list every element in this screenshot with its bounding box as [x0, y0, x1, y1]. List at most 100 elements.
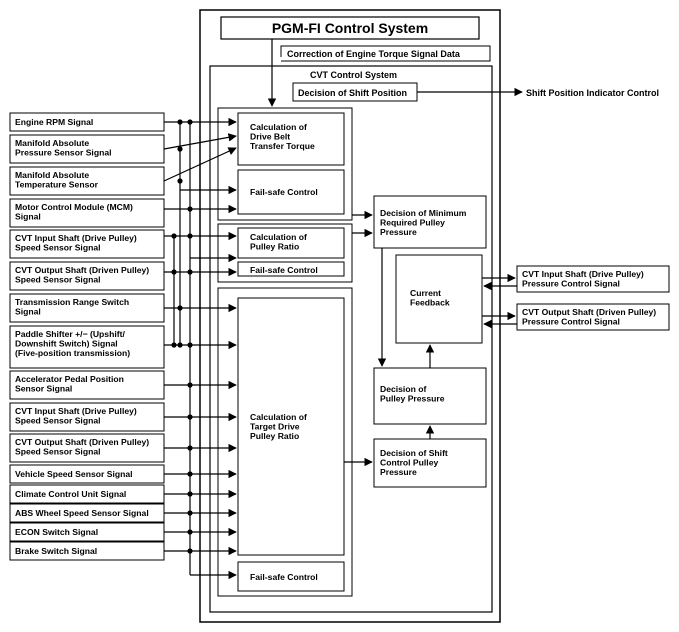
input-label-paddle-shifter-line: Downshift Switch) Signal: [15, 339, 118, 349]
input-label-mat-sensor-line: Manifold Absolute: [15, 170, 89, 180]
output-box-driven-pulley-pressure: [516, 303, 670, 331]
input-box-mcm: [9, 198, 165, 228]
decision-pulley-pressure-box: [373, 367, 487, 425]
input-label-abs-wheel-speed: ABS Wheel Speed Sensor Signal: [15, 508, 149, 518]
block-label-calc-belt-torque-line: Calculation of: [250, 122, 307, 132]
input-label-brake-switch-line: Brake Switch Signal: [15, 546, 97, 556]
input-box-input-shaft-speed-1: [9, 229, 165, 259]
decision-shift-position-label: Decision of Shift Position: [298, 88, 407, 98]
input-box-mat-sensor: [9, 166, 165, 196]
output-label-drive-pulley-pressure-line: CVT Input Shaft (Drive Pulley): [522, 269, 644, 279]
output-label-driven-pulley-pressure: CVT Output Shaft (Driven Pulley)Pressure…: [522, 307, 656, 327]
block-label-calc-pulley-ratio-line: Calculation of: [250, 232, 307, 242]
correction-bracket: [280, 45, 491, 62]
calc-belt-torque-box: [237, 112, 345, 166]
block-label-calc-belt-torque-line: Drive Belt: [250, 132, 290, 142]
block-label-decision-shift-control-line: Control Pulley: [380, 458, 438, 468]
block-label-calc-belt-torque-line: Transfer Torque: [250, 141, 315, 151]
input-label-accel-pedal-line: Sensor Signal: [15, 384, 72, 394]
decision-min-pressure-box: [373, 195, 487, 249]
page-title: PGM-FI Control System: [272, 20, 428, 36]
block-label-current-feedback-line: Feedback: [410, 298, 450, 308]
cvt-system-frame: [209, 65, 493, 613]
input-label-abs-wheel-speed-line: ABS Wheel Speed Sensor Signal: [15, 508, 149, 518]
output-box-drive-pulley-pressure: [516, 265, 670, 293]
block-label-decision-min-pressure-line: Pressure: [380, 227, 417, 237]
input-box-output-shaft-speed-1: [9, 261, 165, 291]
input-box-output-shaft-speed-2: [9, 433, 165, 463]
input-label-engine-rpm-line: Engine RPM Signal: [15, 117, 93, 127]
output-label-drive-pulley-pressure: CVT Input Shaft (Drive Pulley)Pressure C…: [522, 269, 644, 289]
shift-indicator-label: Shift Position Indicator Control: [526, 88, 659, 98]
group-frame-ratio: [217, 223, 353, 283]
block-label-calc-target-ratio-line: Target Drive: [250, 422, 300, 432]
input-label-mcm: Motor Control Module (MCM)Signal: [15, 202, 133, 222]
input-label-output-shaft-speed-1-line: CVT Output Shaft (Driven Pulley): [15, 265, 149, 275]
block-label-current-feedback-line: Current: [410, 288, 441, 298]
block-label-calc-pulley-ratio-line: Pulley Ratio: [250, 242, 299, 252]
input-box-accel-pedal: [9, 370, 165, 400]
input-box-range-switch: [9, 293, 165, 323]
block-label-decision-min-pressure-line: Required Pulley: [380, 218, 445, 228]
input-box-input-shaft-speed-2: [9, 402, 165, 432]
input-label-range-switch-line: Signal: [15, 307, 41, 317]
input-label-output-shaft-speed-2: CVT Output Shaft (Driven Pulley)Speed Se…: [15, 437, 149, 457]
block-label-decision-shift-control-line: Pressure: [380, 467, 417, 477]
correction-label: Correction of Engine Torque Signal Data: [287, 49, 461, 59]
input-label-mcm-line: Motor Control Module (MCM): [15, 202, 133, 212]
block-label-failsafe-2-line: Fail-safe Control: [250, 265, 318, 275]
calc-pulley-ratio-box: [237, 227, 345, 259]
block-label-decision-pulley-pressure-line: Decision of: [380, 384, 426, 394]
failsafe-3-box: [237, 561, 345, 592]
block-label-failsafe-3-line: Fail-safe Control: [250, 572, 318, 582]
input-label-vehicle-speed: Vehicle Speed Sensor Signal: [15, 469, 133, 479]
group-frame-target: [217, 287, 353, 597]
input-label-input-shaft-speed-1: CVT Input Shaft (Drive Pulley)Speed Sens…: [15, 233, 137, 253]
input-label-input-shaft-speed-2-line: CVT Input Shaft (Drive Pulley): [15, 406, 137, 416]
output-label-drive-pulley-pressure-line: Pressure Control Signal: [522, 279, 620, 289]
input-label-paddle-shifter-line: (Five-position transmission): [15, 348, 130, 358]
output-label-driven-pulley-pressure-line: CVT Output Shaft (Driven Pulley): [522, 307, 656, 317]
input-box-map-sensor: [9, 134, 165, 164]
block-label-decision-shift-control-line: Decision of Shift: [380, 448, 448, 458]
input-label-input-shaft-speed-1-line: CVT Input Shaft (Drive Pulley): [15, 233, 137, 243]
input-box-paddle-shifter: [9, 325, 165, 369]
input-label-input-shaft-speed-2: CVT Input Shaft (Drive Pulley)Speed Sens…: [15, 406, 137, 426]
block-label-failsafe-3: Fail-safe Control: [250, 572, 318, 582]
calc-target-ratio-box: [237, 297, 345, 556]
input-label-paddle-shifter-line: Paddle Shifter +/− (Upshift/: [15, 329, 125, 339]
input-label-climate-control: Climate Control Unit Signal: [15, 489, 126, 499]
failsafe-2-box: [237, 261, 345, 277]
current-feedback-box: [395, 254, 483, 344]
block-label-failsafe-2: Fail-safe Control: [250, 265, 318, 275]
output-label-driven-pulley-pressure-line: Pressure Control Signal: [522, 317, 620, 327]
block-label-calc-target-ratio-line: Pulley Ratio: [250, 431, 299, 441]
decision-shift-control-box: [373, 438, 487, 488]
input-label-mat-sensor-line: Temperature Sensor: [15, 180, 99, 190]
input-label-input-shaft-speed-1-line: Speed Sensor Signal: [15, 243, 100, 253]
input-label-brake-switch: Brake Switch Signal: [15, 546, 97, 556]
input-label-mcm-line: Signal: [15, 212, 41, 222]
input-label-engine-rpm: Engine RPM Signal: [15, 117, 93, 127]
block-label-decision-min-pressure-line: Decision of Minimum: [380, 208, 467, 218]
input-label-econ-switch-line: ECON Switch Signal: [15, 527, 98, 537]
junction-dots: [171, 119, 193, 554]
group-frame-torque: [217, 107, 353, 221]
input-label-accel-pedal-line: Accelerator Pedal Position: [15, 374, 124, 384]
input-label-map-sensor-line: Manifold Absolute: [15, 138, 89, 148]
input-label-climate-control-line: Climate Control Unit Signal: [15, 489, 126, 499]
input-label-output-shaft-speed-1: CVT Output Shaft (Driven Pulley)Speed Se…: [15, 265, 149, 285]
input-label-range-switch-line: Transmission Range Switch: [15, 297, 129, 307]
input-label-vehicle-speed-line: Vehicle Speed Sensor Signal: [15, 469, 133, 479]
block-label-calc-target-ratio-line: Calculation of: [250, 412, 307, 422]
input-label-output-shaft-speed-2-line: Speed Sensor Signal: [15, 447, 100, 457]
